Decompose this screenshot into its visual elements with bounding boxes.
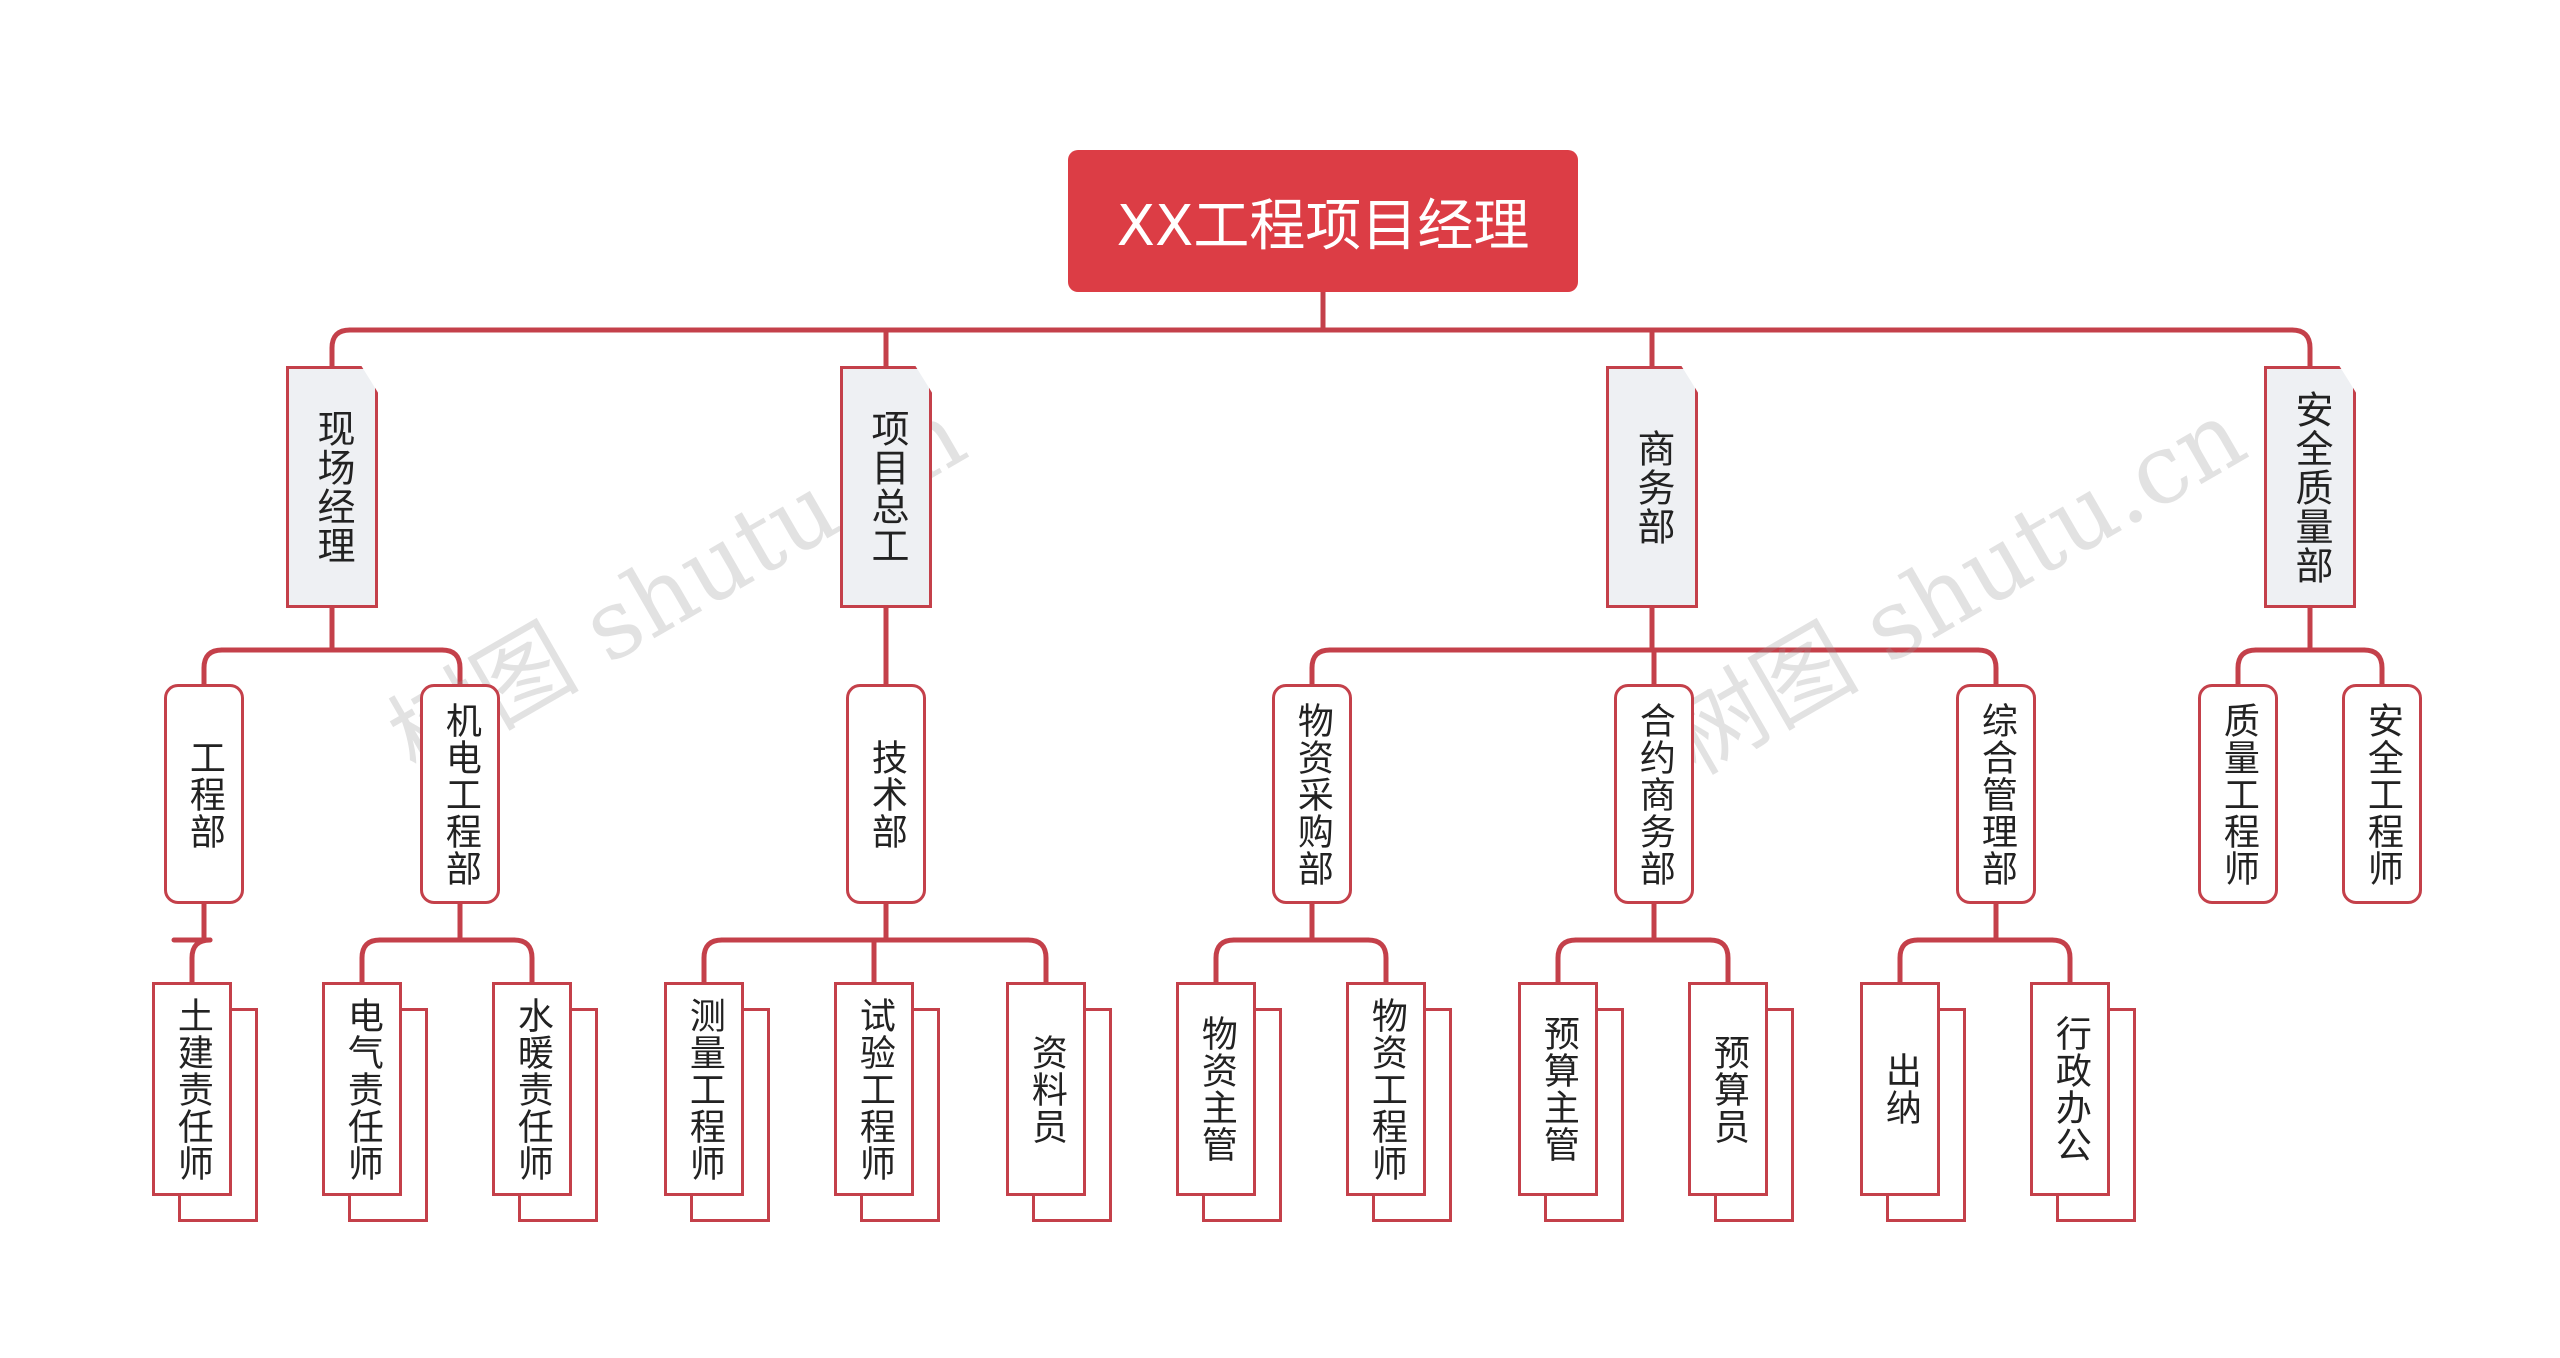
unit-label: 物资采购部 [1291,701,1333,887]
connector-line [701,937,725,985]
role-label: 试验工程师 [853,996,895,1182]
connector-line [1213,937,1237,985]
role-node[interactable]: 预算员 [1688,982,1794,1222]
role-node[interactable]: 物资主管 [1176,982,1282,1222]
unit-node[interactable]: 物资采购部 [1272,684,1352,904]
unit-node[interactable]: 综合管理部 [1956,684,2036,904]
connector-line [2049,937,2073,985]
root-node[interactable]: XX工程项目经理 [1068,150,1578,292]
role-node[interactable]: 测量工程师 [664,982,770,1222]
role-label: 土建责任师 [171,996,213,1182]
unit-label: 综合管理部 [1975,701,2017,887]
role-label: 资料员 [1025,1033,1067,1145]
role-label: 水暖责任师 [511,996,553,1182]
role-node[interactable]: 物资工程师 [1346,982,1452,1222]
connector-line [359,937,383,985]
connector-line [2289,327,2313,369]
dept-node[interactable]: 商务部 [1606,366,1698,608]
connector-line [329,327,353,369]
connector-line [1897,937,1921,985]
connector-line [201,647,225,687]
unit-label: 合约商务部 [1633,701,1675,887]
role-label: 行政办公 [2049,1015,2091,1163]
dept-label: 商务部 [1630,428,1675,546]
unit-node[interactable]: 质量工程师 [2198,684,2278,904]
connector-line [1555,937,1579,985]
role-label: 物资工程师 [1365,996,1407,1182]
unit-node[interactable]: 合约商务部 [1614,684,1694,904]
unit-label: 工程部 [183,738,225,850]
connector-line [511,937,535,985]
role-node[interactable]: 土建责任师 [152,982,258,1222]
role-label: 电气责任师 [341,996,383,1182]
role-node[interactable]: 预算主管 [1518,982,1624,1222]
role-label: 预算员 [1707,1033,1749,1145]
unit-label: 技术部 [865,738,907,850]
connector-line [1025,937,1049,985]
role-node[interactable]: 资料员 [1006,982,1112,1222]
role-label: 出纳 [1879,1052,1921,1126]
connector-line [1365,937,1389,985]
connector-line [2235,647,2259,687]
unit-label: 质量工程师 [2217,701,2259,887]
role-node[interactable]: 试验工程师 [834,982,940,1222]
unit-label: 安全工程师 [2361,701,2403,887]
unit-node[interactable]: 机电工程部 [420,684,500,904]
connector-line [1975,647,1999,687]
connector-line [1309,647,1333,687]
connector-line [189,937,213,985]
connector-line [439,647,463,687]
dept-label: 项目总工 [864,409,909,565]
root-label: XX工程项目经理 [1116,193,1530,259]
unit-node[interactable]: 工程部 [164,684,244,904]
role-label: 物资主管 [1195,1015,1237,1163]
connector-line [1707,937,1731,985]
dept-node[interactable]: 安全质量部 [2264,366,2356,608]
unit-node[interactable]: 技术部 [846,684,926,904]
role-node[interactable]: 水暖责任师 [492,982,598,1222]
dept-label: 现场经理 [310,409,355,565]
role-node[interactable]: 出纳 [1860,982,1966,1222]
connector-line [2361,647,2385,687]
role-label: 测量工程师 [683,996,725,1182]
role-node[interactable]: 电气责任师 [322,982,428,1222]
dept-label: 安全质量部 [2288,389,2333,585]
role-label: 预算主管 [1537,1015,1579,1163]
dept-node[interactable]: 现场经理 [286,366,378,608]
dept-node[interactable]: 项目总工 [840,366,932,608]
unit-node[interactable]: 安全工程师 [2342,684,2422,904]
role-node[interactable]: 行政办公 [2030,982,2136,1222]
unit-label: 机电工程部 [439,701,481,887]
